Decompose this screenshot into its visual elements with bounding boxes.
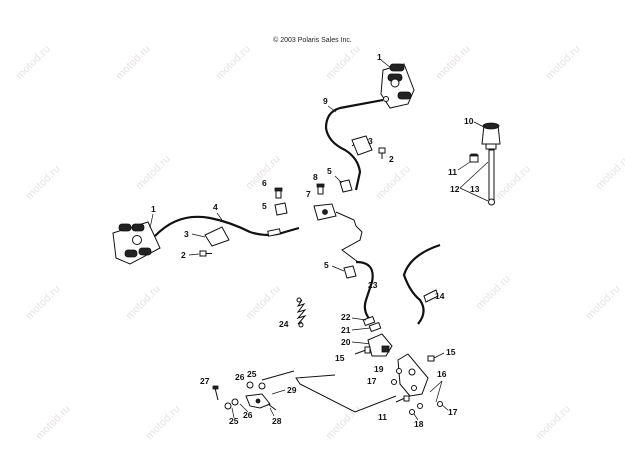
brake-line: [341, 225, 363, 263]
watermark-text: motod.ru: [544, 43, 583, 82]
callout-5: 5: [327, 166, 332, 176]
master-cylinder-20: [367, 333, 393, 357]
pin-27: [212, 385, 219, 401]
clip-5-left: [274, 202, 288, 216]
callout-28: 28: [272, 416, 282, 426]
callout-16: 16: [437, 369, 447, 379]
watermark-text: motod.ru: [584, 283, 623, 322]
callout-21: 21: [341, 325, 351, 335]
reservoir-10: [481, 122, 501, 150]
callout-6: 6: [262, 178, 267, 188]
callout-8: 8: [313, 172, 318, 182]
callout-10: 10: [464, 116, 474, 126]
watermark-text: motod.ru: [534, 403, 573, 442]
callout-1: 1: [377, 52, 382, 62]
bolt-15-left: [354, 346, 371, 355]
watermark-text: motod.ru: [214, 43, 253, 82]
clip-19: [396, 368, 402, 374]
callout-1: 1: [151, 204, 156, 214]
copyright-text: © 2003 Polaris Sales Inc.: [273, 37, 352, 44]
callout-3: 3: [184, 229, 189, 239]
junction-block-7: [313, 203, 337, 221]
callout-2: 2: [181, 250, 186, 260]
callout-9: 9: [323, 96, 328, 106]
watermark-text: motod.ru: [24, 163, 63, 202]
bracket-3-left: [204, 226, 230, 247]
callout-29: 29: [287, 385, 297, 395]
callout-5: 5: [262, 201, 267, 211]
watermark-text: motod.ru: [114, 43, 153, 82]
clevis-28: [245, 393, 277, 411]
callout-11: 11: [378, 412, 387, 422]
bleeder-8: [316, 183, 325, 195]
clip-5-middle: [343, 265, 357, 279]
callout-15: 15: [446, 347, 456, 357]
brake-hose-14: [402, 243, 441, 325]
watermark-text: motod.ru: [24, 283, 63, 322]
brake-switch-21-22: [362, 315, 382, 333]
callout-7: 7: [306, 189, 311, 199]
bolt-11-lower: [395, 395, 410, 403]
callout-11: 11: [448, 167, 457, 177]
washer-18: [409, 409, 415, 415]
spring-24: [296, 297, 307, 328]
watermark-text: motod.ru: [124, 283, 163, 322]
callout-24: 24: [279, 319, 289, 329]
callout-14: 14: [435, 291, 445, 301]
callout-27: 27: [200, 376, 210, 386]
watermark-text: motod.ru: [494, 163, 533, 202]
watermark-text: motod.ru: [244, 283, 283, 322]
fitting-11-upper: [469, 153, 479, 163]
callout-25: 25: [247, 369, 257, 379]
bleeder-6: [274, 187, 283, 199]
watermark-text: motod.ru: [434, 43, 473, 82]
callout-23: 23: [368, 280, 378, 290]
callout-20: 20: [341, 337, 351, 347]
callout-12: 12: [450, 184, 460, 194]
callout-18: 18: [414, 419, 424, 429]
watermark-text: motod.ru: [324, 403, 363, 442]
callout-3: 3: [368, 136, 373, 146]
nut-25-upper: [246, 381, 254, 389]
callout-15: 15: [335, 353, 345, 363]
bolt-2-upper: [378, 147, 386, 159]
callout-26: 26: [243, 410, 253, 420]
watermark-text: motod.ru: [14, 43, 53, 82]
callout-19: 19: [374, 364, 384, 374]
watermark-text: motod.ru: [594, 153, 625, 192]
watermark-layer: motod.ru motod.ru motod.ru motod.ru moto…: [14, 43, 625, 442]
callout-17: 17: [367, 376, 377, 386]
callout-22: 22: [341, 312, 351, 322]
pin-17-right: [437, 401, 443, 407]
watermark-text: motod.ru: [324, 43, 363, 82]
clip-5-upper: [339, 179, 353, 193]
brake-hose-23: [355, 260, 374, 323]
pedal-rod: [295, 374, 397, 413]
watermark-text: motod.ru: [474, 273, 513, 312]
watermark-text: motod.ru: [34, 403, 73, 442]
caliper-upper: [380, 63, 415, 109]
washer-26-upper: [258, 382, 266, 390]
bracket-3-upper: [351, 135, 373, 156]
callout-5: 5: [324, 260, 329, 270]
brake-hose-9: [324, 98, 384, 191]
watermark-text: motod.ru: [134, 153, 173, 192]
caliper-left: [112, 221, 161, 265]
bolt-2-left: [199, 250, 212, 257]
callout-13: 13: [470, 184, 480, 194]
pedal-bracket-16: [397, 353, 429, 397]
callout-2: 2: [389, 154, 394, 164]
callout-4: 4: [213, 202, 218, 212]
callout-17: 17: [448, 407, 458, 417]
callout-25: 25: [229, 416, 239, 426]
watermark-text: motod.ru: [144, 403, 183, 442]
tube-13: [488, 149, 495, 201]
callout-26: 26: [235, 372, 245, 382]
watermark-text: motod.ru: [374, 163, 413, 202]
washer-26-lower: [231, 398, 239, 406]
pin-17-left: [391, 379, 397, 385]
bolt-15-right: [427, 355, 435, 362]
